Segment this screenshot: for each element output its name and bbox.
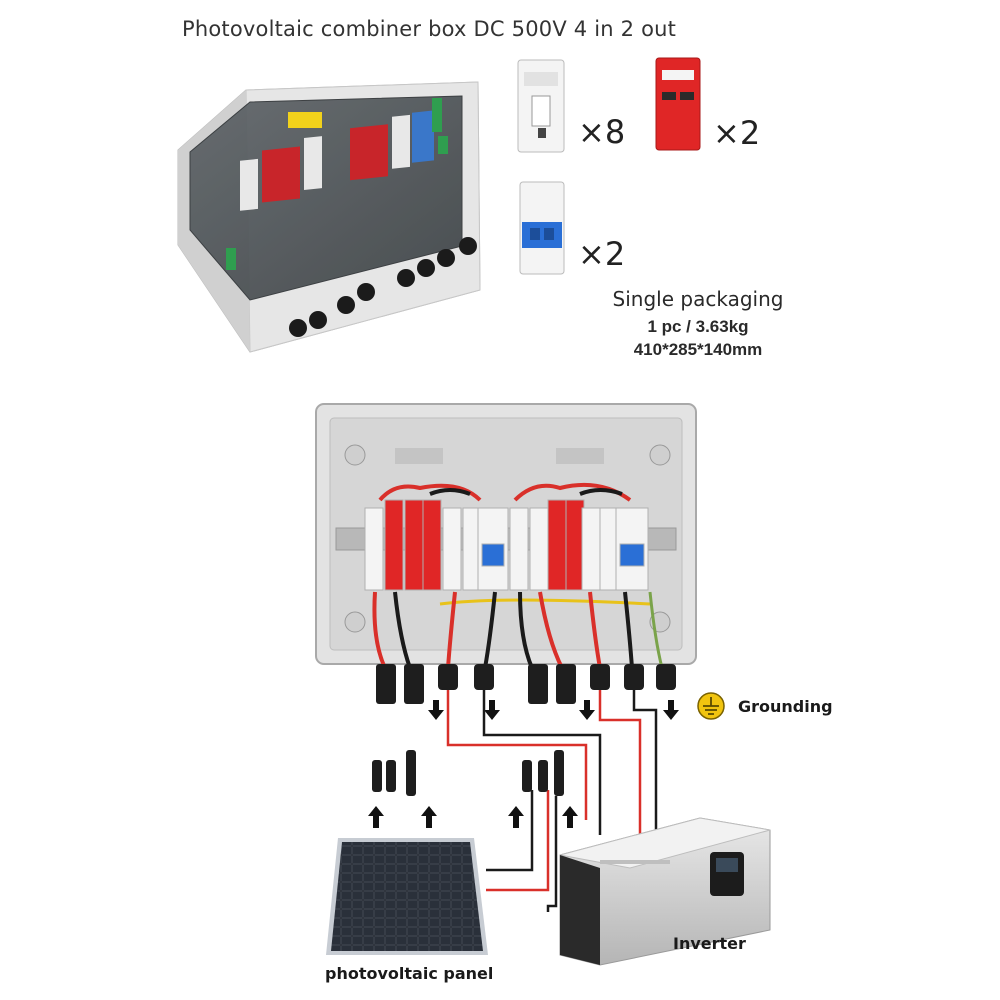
dc-breaker-quantity: ×2 <box>578 235 626 273</box>
wiring-lines <box>446 690 658 912</box>
packaging-size: 410*285*140mm <box>633 340 763 359</box>
surge-protector-quantity: ×2 <box>713 114 761 152</box>
direction-arrows <box>368 700 679 828</box>
breaker-rail <box>364 482 664 669</box>
photovoltaic-panel-label: photovoltaic panel <box>325 964 494 983</box>
packaging-heading: Single packaging <box>612 287 784 311</box>
ground-symbol-icon <box>697 692 725 720</box>
mc4-connectors <box>372 750 564 796</box>
inverter-label: Inverter <box>673 934 746 953</box>
cable-glands <box>376 664 676 704</box>
dc-breaker-image <box>519 181 565 275</box>
inverter-image <box>559 817 771 966</box>
fuse-holder-quantity: ×8 <box>578 113 626 151</box>
fuse-holder-image <box>517 59 565 153</box>
solar-panel-image <box>326 838 488 955</box>
packaging-weight: 1 pc / 3.63kg <box>647 317 749 336</box>
surge-protector-image <box>655 57 701 151</box>
combiner-box-photo <box>177 81 481 353</box>
grounding-label: Grounding <box>738 697 833 716</box>
packaging-info: Single packaging 1 pc / 3.63kg 410*285*1… <box>560 287 836 361</box>
product-title: Photovoltaic combiner box DC 500V 4 in 2… <box>182 17 677 41</box>
